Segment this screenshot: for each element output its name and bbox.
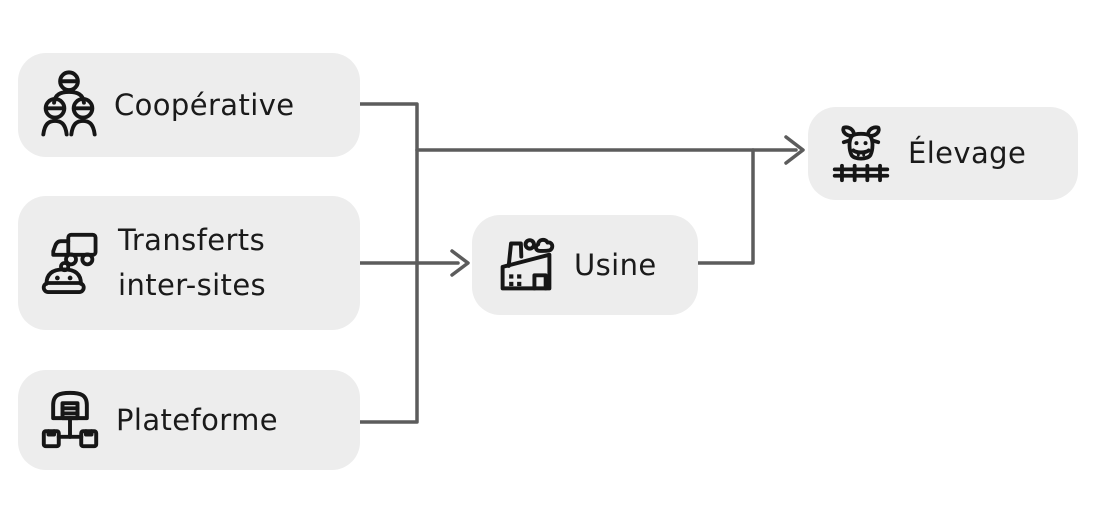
arrowhead-elevage bbox=[784, 135, 805, 165]
node-plateforme: Plateforme bbox=[18, 370, 360, 470]
truck-robot-icon bbox=[41, 232, 98, 294]
edge-usine-to-elevage bbox=[696, 148, 755, 265]
node-label-plateforme: Plateforme bbox=[116, 402, 278, 437]
factory-icon bbox=[500, 237, 555, 291]
warehouse-network-icon bbox=[41, 390, 99, 449]
node-label-usine: Usine bbox=[574, 247, 657, 282]
node-label-cooperative: Coopérative bbox=[114, 87, 295, 122]
people-group-icon bbox=[41, 69, 97, 136]
node-label-transferts: Transferts inter-sites bbox=[118, 223, 267, 302]
node-elevage: Élevage bbox=[808, 107, 1078, 200]
node-transferts: Transferts inter-sites bbox=[18, 196, 360, 330]
node-label-elevage: Élevage bbox=[908, 136, 1027, 171]
arrowhead-usine bbox=[450, 249, 470, 277]
cow-fence-icon bbox=[832, 124, 890, 182]
node-cooperative: Coopérative bbox=[18, 53, 360, 157]
node-usine: Usine bbox=[472, 215, 698, 315]
edge-bus-cooperative-plateforme bbox=[358, 102, 419, 424]
